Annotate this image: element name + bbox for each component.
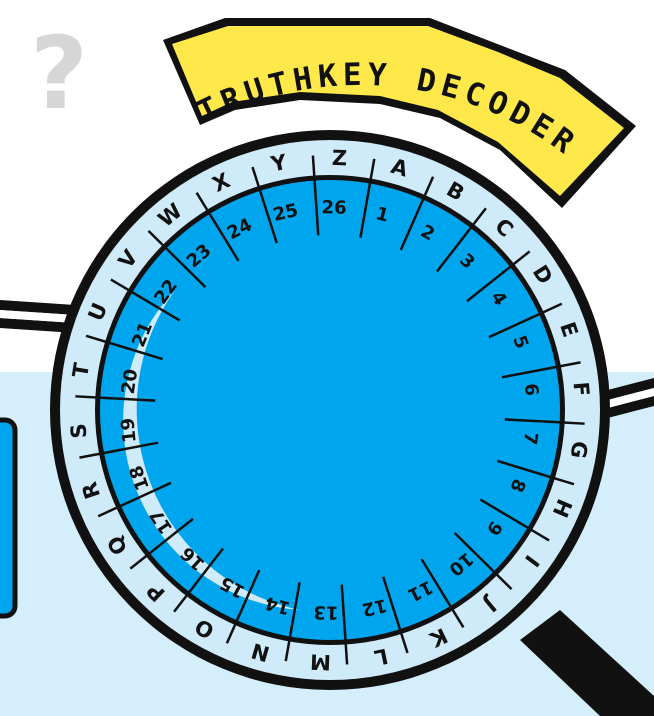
letter-label: M	[310, 649, 332, 674]
number-label: 6	[520, 382, 542, 397]
number-label: 19	[117, 417, 140, 444]
title-letter: K	[316, 58, 339, 96]
inner-number-ring	[100, 180, 560, 640]
number-label: 20	[118, 368, 142, 396]
title-letter: E	[343, 57, 363, 93]
left-card	[0, 420, 15, 616]
letter-label: Z	[331, 146, 347, 171]
question-mark-icon: ?	[30, 15, 88, 132]
letter-label: F	[569, 381, 594, 397]
letter-label: S	[66, 422, 91, 439]
number-label: 13	[313, 601, 338, 623]
title-letter: Y	[367, 57, 388, 94]
number-label: 26	[321, 197, 346, 219]
